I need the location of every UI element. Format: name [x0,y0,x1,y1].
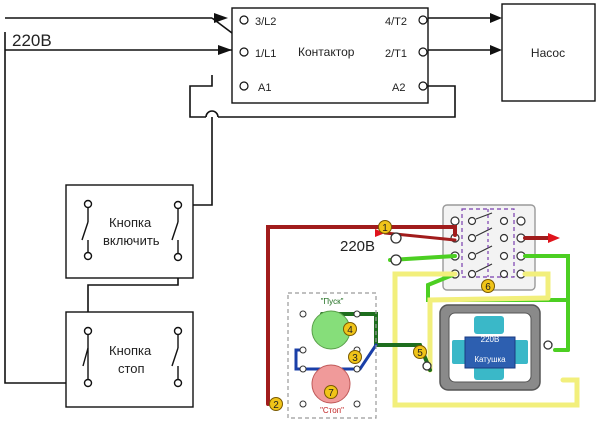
marker-7: 7 [324,385,338,399]
bottom-supply-label: 220В [340,238,375,255]
arrow-supply-l2 [214,13,228,23]
terminal-a2: A2 [392,82,405,94]
contactor-block-switches [475,209,493,277]
terminal-4-t2: 4/T2 [385,16,407,28]
terminal-1-l1: 1/L1 [255,48,276,60]
coil-label-box [464,336,516,369]
coil-side-left [452,340,466,364]
coil-voltage: 220В [481,335,500,344]
start-label: "Пуск" [321,297,344,306]
arrow-supply-l1 [218,45,232,55]
stop-button [311,364,351,404]
stop-label: "Стоп" [320,406,344,415]
terminal-2-t1: 2/T1 [385,48,407,60]
svg-text:3: 3 [352,353,358,364]
button-stop-label-line2: стоп [118,361,145,376]
contactor-box [231,7,429,104]
marker-4: 4 [343,322,357,336]
input-red-arrow [375,229,385,237]
svg-text:5: 5 [417,348,423,359]
output-red-arrow [548,233,560,243]
svg-text:4: 4 [347,325,353,336]
marker-5: 5 [413,345,427,359]
svg-text:7: 7 [328,388,334,399]
marker-6: 6 [481,279,495,293]
contactor-terminals [239,15,428,91]
arrow-to-pump-bottom [490,45,502,55]
button-stop-symbol [82,326,183,388]
svg-text:1: 1 [382,223,388,234]
marker-1: 1 [378,220,392,234]
marker-3: 3 [348,350,362,364]
terminal-a1: A1 [258,82,271,94]
button-on-label-line1: Кнопка [109,215,152,230]
supply-voltage-label: 220В [12,31,52,50]
terminal-3-l2: 3/L2 [255,16,276,28]
svg-text:6: 6 [485,282,491,293]
button-on-label-line2: включить [103,233,160,248]
arrow-to-pump-top [490,13,502,23]
contactor-block-contacts [450,216,526,279]
marker-2: 2 [269,397,283,411]
coil-side-right [514,340,528,364]
svg-text:2: 2 [273,400,279,411]
contactor-dashed-frame [461,208,515,278]
pump-box [501,3,596,102]
buttons-dashed-box [287,292,377,419]
pump-label: Насос [531,46,565,60]
coil-core-top [474,316,504,334]
contactor-title: Контактор [298,45,355,59]
button-on-symbol [81,199,183,262]
coil-label: Катушка [474,355,506,364]
bottom-terminals [390,232,553,371]
button-stop-label-line1: Кнопка [109,343,152,358]
